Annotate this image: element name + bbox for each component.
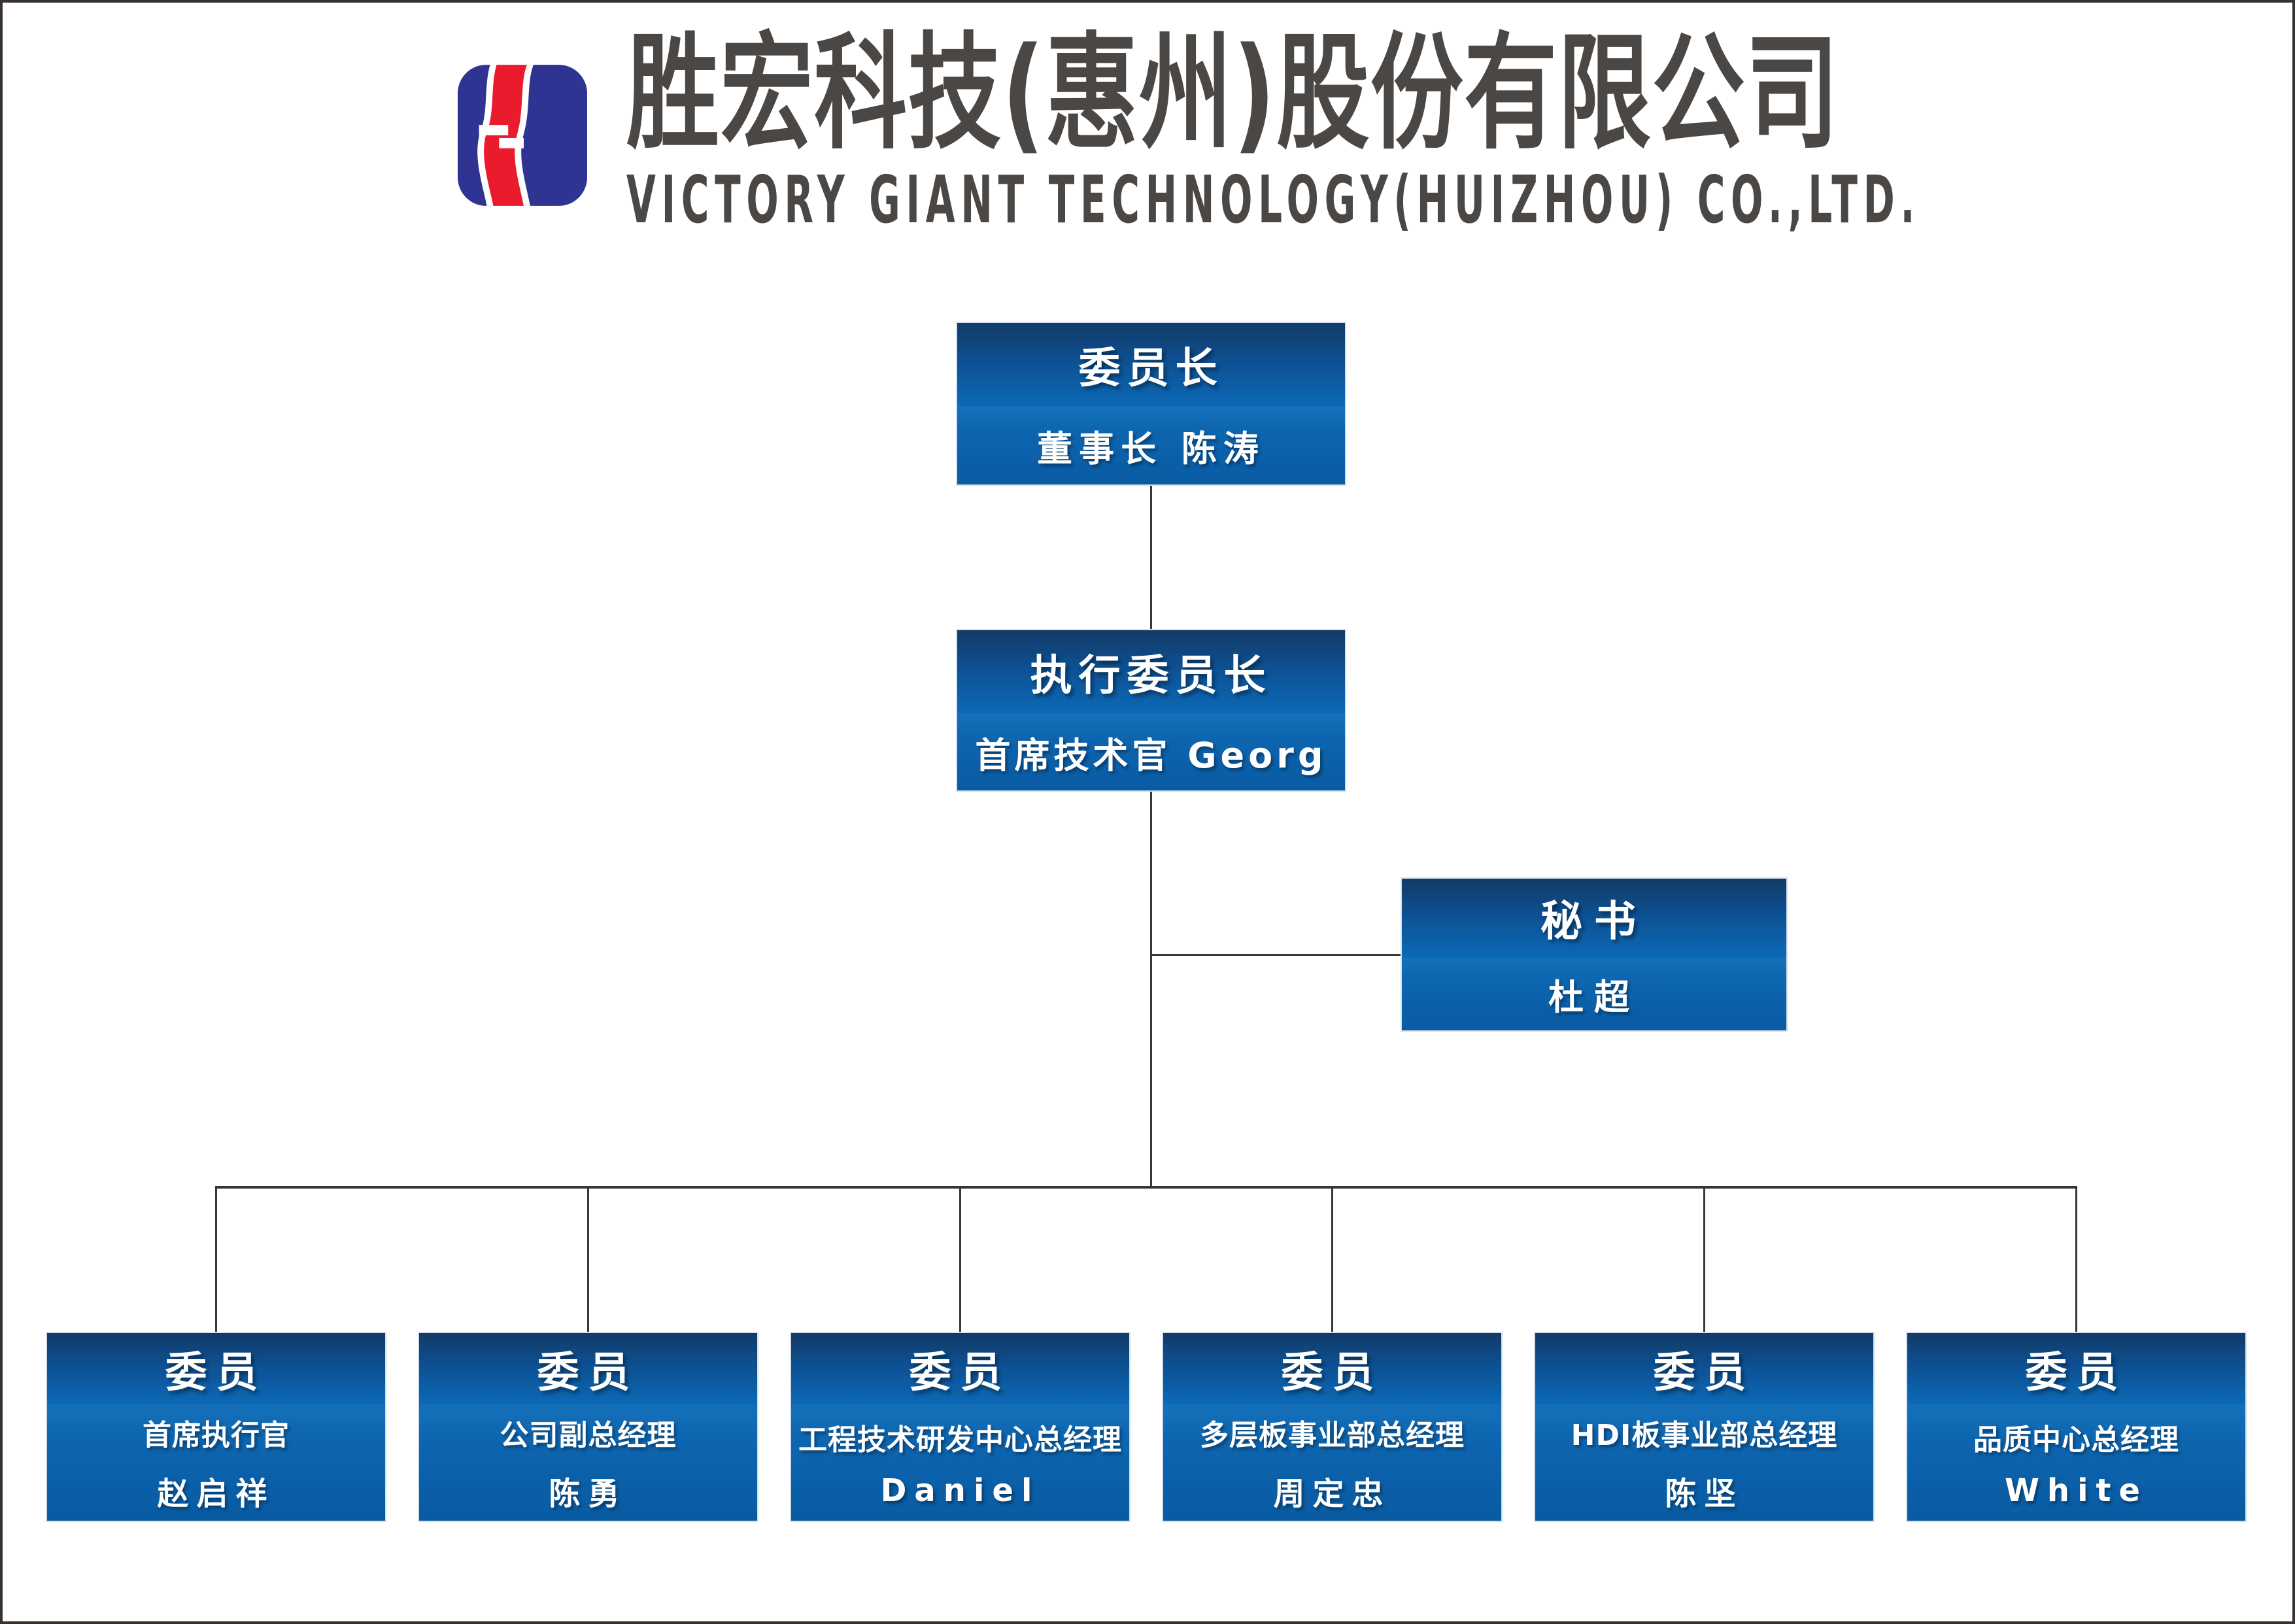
member-name: 周定忠 — [1273, 1476, 1391, 1513]
member-title: 委员 — [1281, 1348, 1384, 1397]
company-logo-icon — [458, 65, 587, 206]
member-title-zone: 委员 — [791, 1333, 1129, 1405]
company-name-cn: 胜宏科技(惠州)股份有限公司 — [626, 21, 1840, 167]
executive-chairman-title-zone: 执行委员长 — [957, 630, 1345, 714]
member-role: 多层板事业部总经理 — [1200, 1419, 1465, 1453]
secretary-title-zone: 秘书 — [1402, 879, 1786, 958]
member-title: 委员 — [2025, 1348, 2128, 1397]
member-box-multilayer-gm: 委员 多层板事业部总经理 周定忠 — [1162, 1332, 1503, 1522]
member-detail-zone: 首席执行官 赵启祥 — [47, 1404, 385, 1521]
connector-drop-2 — [587, 1189, 589, 1332]
connector-spine — [1150, 792, 1152, 1186]
logo-notch-right — [499, 137, 524, 148]
secretary-title: 秘书 — [1540, 898, 1648, 947]
member-detail-zone: 工程技术研发中心总经理 Daniel — [791, 1404, 1129, 1521]
logo-notch-left — [479, 125, 509, 135]
executive-chairman-subtitle: 首席技术官 Georg — [975, 734, 1327, 776]
member-box-quality-gm: 委员 品质中心总经理 White — [1906, 1332, 2247, 1522]
member-role: 公司副总经理 — [500, 1419, 677, 1453]
member-detail-zone: 多层板事业部总经理 周定忠 — [1163, 1404, 1501, 1521]
member-title-zone: 委员 — [1163, 1333, 1501, 1405]
member-detail-zone: 品质中心总经理 White — [1907, 1404, 2245, 1521]
member-title-zone: 委员 — [1535, 1333, 1873, 1405]
secretary-subtitle: 杜超 — [1548, 976, 1640, 1018]
connector-horizontal-bar — [215, 1186, 2077, 1189]
connector-drop-5 — [1703, 1189, 1705, 1332]
secretary-subtitle-zone: 杜超 — [1402, 957, 1786, 1030]
member-name: Daniel — [880, 1472, 1040, 1510]
member-box-ceo: 委员 首席执行官 赵启祥 — [46, 1332, 386, 1522]
member-name: 陈勇 — [549, 1476, 628, 1513]
member-role: 工程技术研发中心总经理 — [798, 1423, 1122, 1457]
connector-secretary-branch — [1151, 954, 1401, 956]
chairman-subtitle: 董事长 陈涛 — [1037, 428, 1265, 470]
executive-chairman-title: 执行委员长 — [1030, 651, 1272, 700]
member-role: 首席执行官 — [143, 1419, 290, 1453]
member-role: HDI板事业部总经理 — [1571, 1419, 1838, 1453]
member-role: 品质中心总经理 — [1973, 1423, 2179, 1457]
member-name: 赵启祥 — [157, 1476, 275, 1513]
executive-chairman-subtitle-zone: 首席技术官 Georg — [957, 713, 1345, 790]
connector-drop-3 — [959, 1189, 961, 1332]
member-title: 委员 — [537, 1348, 639, 1397]
connector-drop-6 — [2075, 1189, 2077, 1332]
chairman-title-zone: 委员长 — [957, 323, 1345, 407]
member-title: 委员 — [909, 1348, 1012, 1397]
member-box-deputy-gm: 委员 公司副总经理 陈勇 — [418, 1332, 758, 1522]
member-name: White — [2004, 1472, 2149, 1510]
member-title: 委员 — [1653, 1348, 1756, 1397]
member-title-zone: 委员 — [47, 1333, 385, 1405]
company-title-block: 胜宏科技(惠州)股份有限公司 VICTORY GIANT TECHNOLOGY(… — [626, 30, 2295, 233]
member-title: 委员 — [165, 1348, 267, 1397]
member-box-hdi-gm: 委员 HDI板事业部总经理 陈坚 — [1534, 1332, 1875, 1522]
company-name-en: VICTORY GIANT TECHNOLOGY(HUIZHOU) CO.,LT… — [626, 161, 1921, 238]
connector-chairman-exec — [1150, 486, 1152, 629]
executive-chairman-box: 执行委员长 首席技术官 Georg — [956, 629, 1346, 792]
connector-drop-1 — [215, 1189, 217, 1332]
chairman-title: 委员长 — [1078, 345, 1224, 394]
member-title-zone: 委员 — [419, 1333, 757, 1405]
chairman-subtitle-zone: 董事长 陈涛 — [957, 407, 1345, 484]
member-name: 陈坚 — [1665, 1476, 1744, 1513]
member-detail-zone: 公司副总经理 陈勇 — [419, 1404, 757, 1521]
chairman-box: 委员长 董事长 陈涛 — [956, 322, 1346, 486]
secretary-box: 秘书 杜超 — [1401, 877, 1788, 1032]
connector-drop-4 — [1331, 1189, 1333, 1332]
member-title-zone: 委员 — [1907, 1333, 2245, 1405]
member-box-rd-center-gm: 委员 工程技术研发中心总经理 Daniel — [790, 1332, 1130, 1522]
member-detail-zone: HDI板事业部总经理 陈坚 — [1535, 1404, 1873, 1521]
